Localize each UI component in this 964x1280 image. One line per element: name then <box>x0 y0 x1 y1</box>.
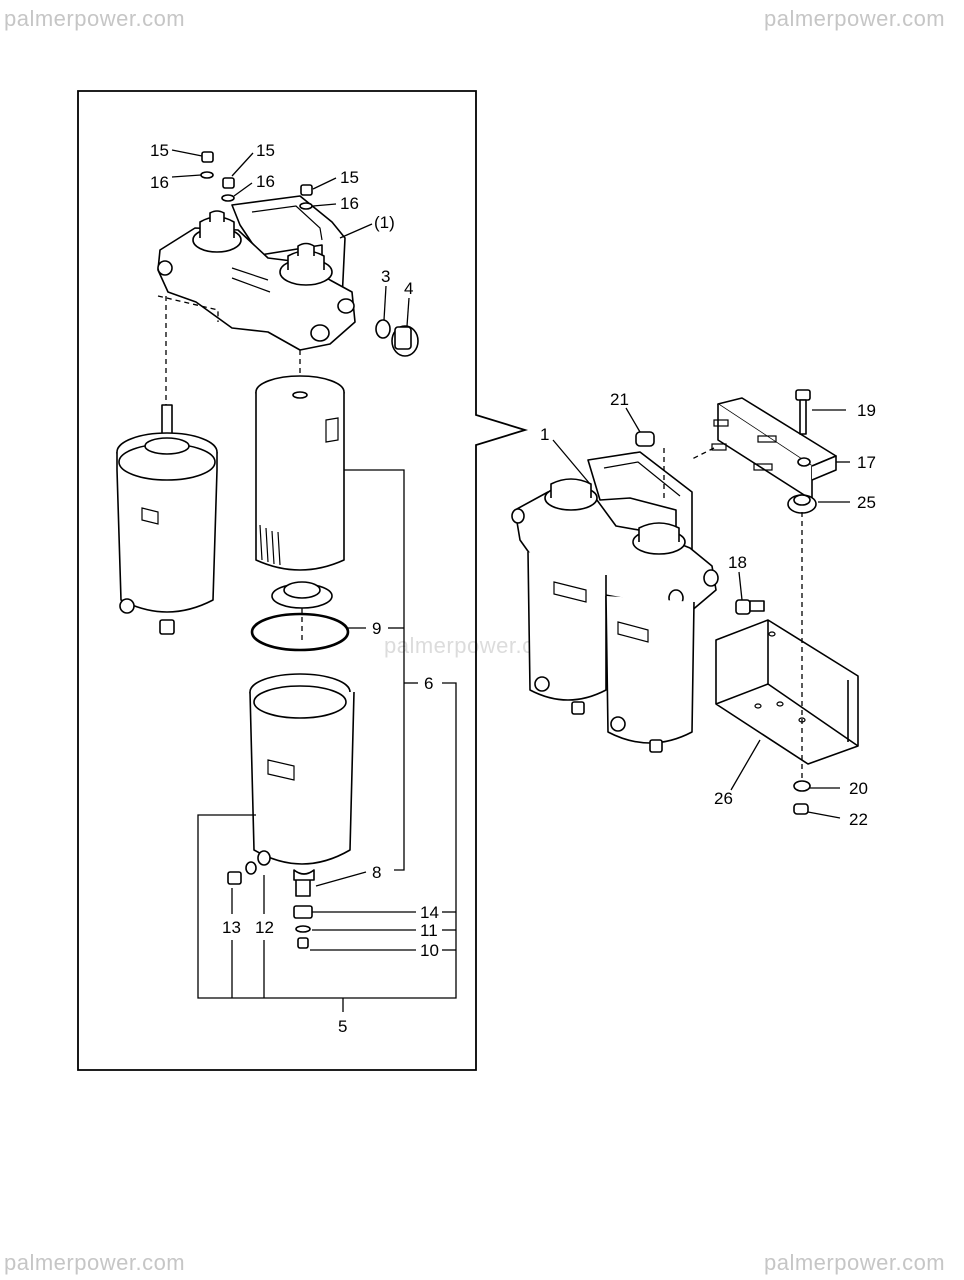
callout-20: 20 <box>849 779 868 798</box>
callout-25: 25 <box>857 493 876 512</box>
watermark-bottom-right: palmerpower.com <box>764 1250 946 1275</box>
watermark-bottom-left: palmerpower.com <box>4 1250 186 1275</box>
callout-16-b: 16 <box>256 172 275 191</box>
callout-16-c: 16 <box>340 194 359 213</box>
callout-3: 3 <box>381 267 390 286</box>
callout-15-a: 15 <box>150 141 169 160</box>
callout-8: 8 <box>372 863 381 882</box>
filter-head-drawing <box>157 151 419 405</box>
callout-15-c: 15 <box>340 168 359 187</box>
callout-1-paren: (1) <box>374 213 395 232</box>
assembly-drawing <box>511 389 859 815</box>
callout-12: 12 <box>255 918 274 937</box>
callout-5: 5 <box>338 1017 347 1036</box>
callout-26: 26 <box>714 789 733 808</box>
callout-16-a: 16 <box>150 173 169 192</box>
callout-15-b: 15 <box>256 141 275 160</box>
callout-19: 19 <box>857 401 876 420</box>
callout-labels: 15 16 15 16 15 16 (1) 3 4 9 6 8 14 11 10… <box>150 141 876 1036</box>
watermark-top-left: palmerpower.com <box>4 6 186 31</box>
callout-22: 22 <box>849 810 868 829</box>
callout-4: 4 <box>404 279 413 298</box>
callout-14: 14 <box>420 903 439 922</box>
filter-element-drawing <box>250 375 350 652</box>
callout-18: 18 <box>728 553 747 572</box>
filter-bowl-assembled <box>116 404 218 635</box>
watermark-top-right: palmerpower.com <box>764 6 946 31</box>
leader-lines <box>171 149 850 1012</box>
callout-11: 11 <box>420 921 438 940</box>
filter-bowl-exploded <box>227 673 355 949</box>
callout-6: 6 <box>424 674 433 693</box>
callout-21: 21 <box>610 390 629 409</box>
callout-1: 1 <box>540 425 549 444</box>
callout-13: 13 <box>222 918 241 937</box>
callout-10: 10 <box>420 941 439 960</box>
detail-frame <box>77 90 529 1071</box>
callout-17: 17 <box>857 453 876 472</box>
callout-9: 9 <box>372 619 381 638</box>
